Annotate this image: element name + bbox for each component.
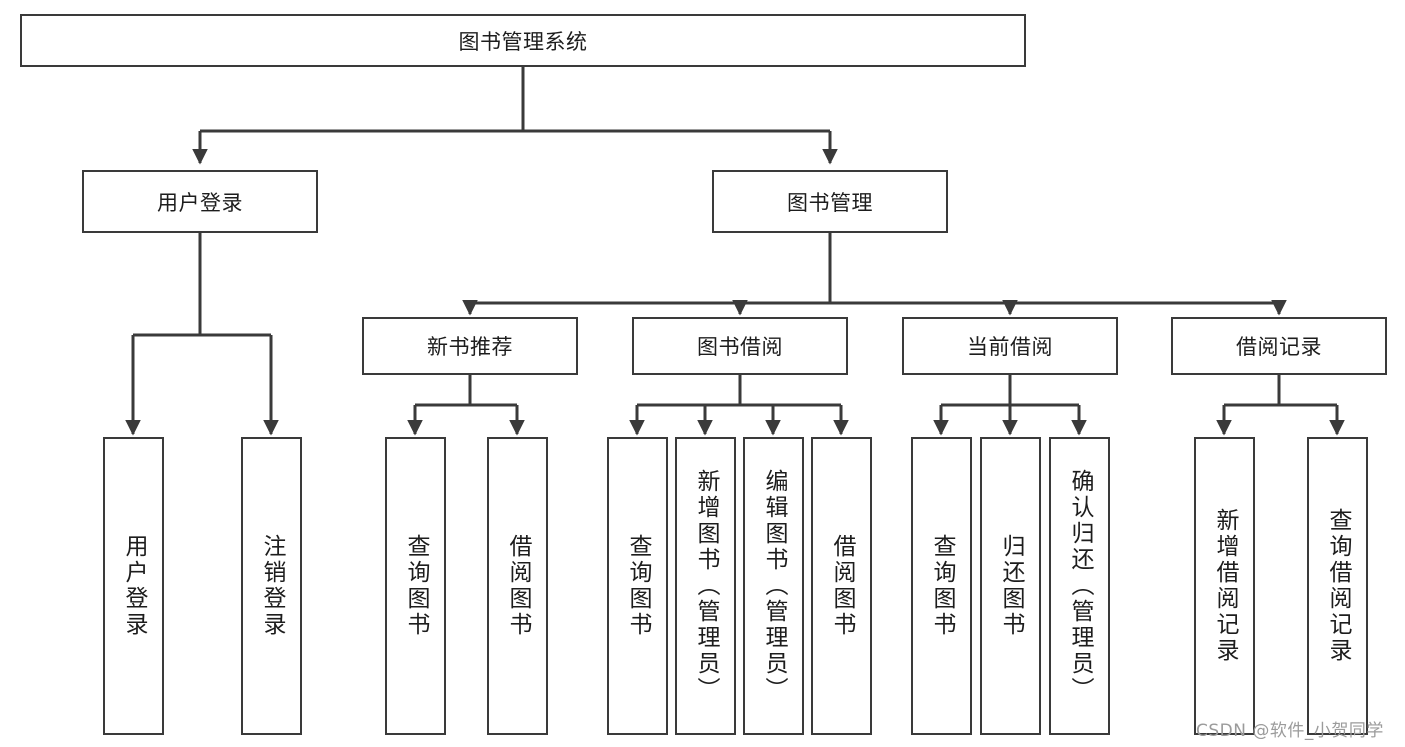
leaf-record-query-record[interactable]: 查询借阅记录 [1307, 437, 1368, 735]
leaf-borrow-add-book-admin[interactable]: 新增图书（管理员） [675, 437, 736, 735]
node-book-management[interactable]: 图书管理 [712, 170, 948, 233]
node-label: 查询图书 [625, 534, 651, 638]
node-book-borrow[interactable]: 图书借阅 [632, 317, 848, 375]
node-label: 借阅记录 [1236, 335, 1322, 359]
node-label: 用户登录 [157, 190, 243, 215]
node-label: 图书借阅 [697, 335, 783, 359]
leaf-recommend-query-book[interactable]: 查询图书 [385, 437, 446, 735]
node-label: 查询图书 [403, 534, 429, 638]
leaf-current-query-book[interactable]: 查询图书 [911, 437, 972, 735]
node-label: 注销登录 [259, 534, 285, 638]
leaf-user-login-login[interactable]: 用户登录 [103, 437, 164, 735]
node-label: 借阅图书 [829, 534, 855, 638]
leaf-user-login-logout[interactable]: 注销登录 [241, 437, 302, 735]
node-label: 图书管理 [787, 190, 873, 215]
leaf-borrow-borrow-book[interactable]: 借阅图书 [811, 437, 872, 735]
node-current-borrow[interactable]: 当前借阅 [902, 317, 1118, 375]
watermark-text: CSDN @软件_小贺同学 [1196, 721, 1384, 741]
node-user-login[interactable]: 用户登录 [82, 170, 318, 233]
node-label: 查询借阅记录 [1325, 508, 1351, 664]
leaf-current-return-book[interactable]: 归还图书 [980, 437, 1041, 735]
leaf-borrow-query-book[interactable]: 查询图书 [607, 437, 668, 735]
leaf-record-add-record[interactable]: 新增借阅记录 [1194, 437, 1255, 735]
node-label: 新增借阅记录 [1212, 508, 1238, 664]
node-label: 图书管理系统 [458, 29, 588, 54]
node-label: 查询图书 [929, 534, 955, 638]
node-label: 新增图书（管理员） [693, 469, 719, 703]
node-root-book-management-system[interactable]: 图书管理系统 [20, 14, 1026, 67]
node-label: 当前借阅 [967, 335, 1053, 359]
leaf-recommend-borrow-book[interactable]: 借阅图书 [487, 437, 548, 735]
node-label: 编辑图书（管理员） [761, 469, 787, 703]
node-new-book-recommend[interactable]: 新书推荐 [362, 317, 578, 375]
node-label: 确认归还（管理员） [1067, 469, 1093, 703]
node-label: 借阅图书 [505, 534, 531, 638]
node-label: 新书推荐 [427, 335, 513, 359]
node-label: 用户登录 [121, 534, 147, 638]
node-label: 归还图书 [998, 534, 1024, 638]
node-borrow-record[interactable]: 借阅记录 [1171, 317, 1387, 375]
leaf-borrow-edit-book-admin[interactable]: 编辑图书（管理员） [743, 437, 804, 735]
leaf-current-confirm-return-admin[interactable]: 确认归还（管理员） [1049, 437, 1110, 735]
